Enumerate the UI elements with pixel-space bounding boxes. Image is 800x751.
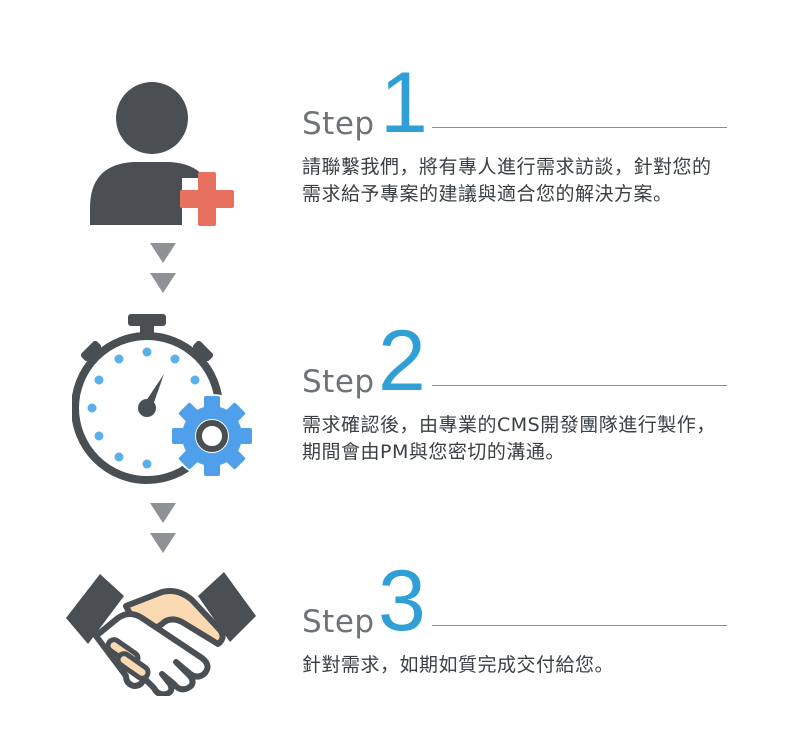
step-header: Step 3 [302,558,727,644]
step-header: Step 1 [302,60,727,146]
divider-line [432,385,727,386]
step-1: Step 1 請聯繫我們，將有專人進行需求訪談，針對您的需求給予專案的建議與適合… [302,60,727,208]
divider-line [432,625,727,626]
down-arrow-icon [150,243,176,304]
step-label: Step [302,106,375,142]
down-arrow-icon [150,503,176,564]
step-description: 需求確認後，由專業的CMS開發團隊進行製作，期間會由PM與您密切的溝通。 [302,414,716,463]
divider-line [432,127,727,128]
step-number: 3 [378,553,426,649]
step-3: Step 3 針對需求，如期如質完成交付給您。 [302,558,727,679]
step-description: 針對需求，如期如質完成交付給您。 [302,654,615,676]
handshake-icon [66,566,256,698]
step-number: 1 [380,55,428,151]
step-description: 請聯繫我們，將有專人進行需求訪談，針對您的需求給予專案的建議與適合您的解決方案。 [302,156,712,205]
step-label: Step [302,364,375,400]
step-2: Step 2 需求確認後，由專業的CMS開發團隊進行製作，期間會由PM與您密切的… [302,318,727,466]
user-add-icon [82,80,242,230]
stopwatch-gear-icon [71,312,262,484]
step-number: 2 [378,313,426,409]
step-label: Step [302,604,375,640]
step-header: Step 2 [302,318,727,404]
